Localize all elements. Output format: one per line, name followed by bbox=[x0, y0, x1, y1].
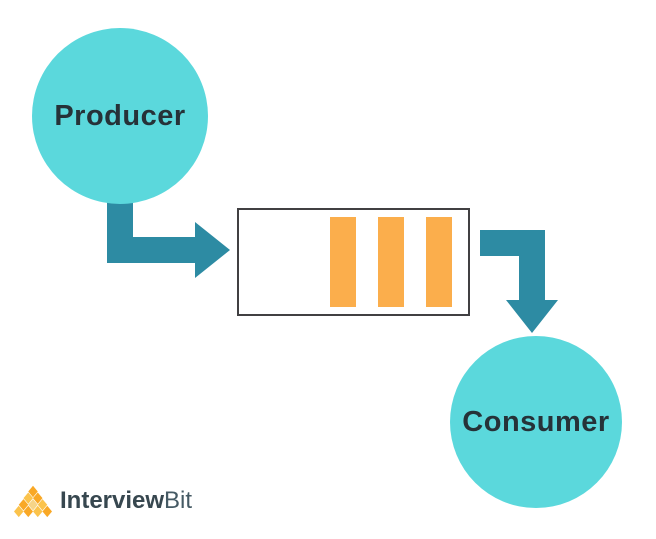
logo-wordmark: InterviewBit bbox=[60, 489, 192, 513]
queue-to-consumer-arrow-icon bbox=[480, 230, 558, 333]
queue-items bbox=[330, 217, 452, 307]
queue-buffer bbox=[237, 208, 470, 316]
pyramid-diamonds-icon bbox=[14, 485, 52, 518]
interviewbit-logo: InterviewBit bbox=[14, 484, 192, 518]
consumer-node: Consumer bbox=[450, 336, 622, 508]
queue-item-bar bbox=[426, 217, 452, 307]
logo-brand-primary: Interview bbox=[60, 487, 165, 514]
logo-brand-secondary: Bit bbox=[164, 487, 193, 514]
queue-item-bar bbox=[378, 217, 404, 307]
queue-item-bar bbox=[330, 217, 356, 307]
consumer-label: Consumer bbox=[462, 405, 610, 438]
producer-label: Producer bbox=[54, 99, 186, 132]
producer-to-queue-arrow-icon bbox=[107, 190, 230, 278]
producer-node: Producer bbox=[32, 28, 208, 204]
